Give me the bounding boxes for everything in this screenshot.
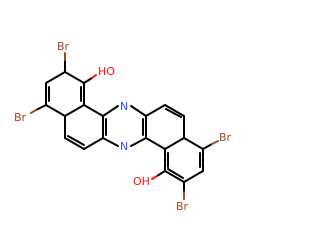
atom-label-br: Br bbox=[14, 111, 27, 124]
bond bbox=[183, 170, 204, 183]
ring-d bbox=[164, 137, 204, 183]
ring-a bbox=[45, 71, 85, 117]
bond bbox=[83, 77, 93, 84]
atom-label-n: N bbox=[120, 100, 128, 113]
bond bbox=[164, 104, 185, 117]
substituent-bonds bbox=[30, 52, 219, 200]
atom-labels: Br HO Br N N Br OH Br bbox=[14, 40, 232, 213]
atom-label-n: N bbox=[120, 140, 128, 153]
bond bbox=[165, 108, 182, 118]
bond bbox=[211, 140, 219, 145]
atom-label-br: Br bbox=[219, 131, 232, 144]
ring-b bbox=[64, 104, 104, 150]
bond bbox=[45, 104, 66, 117]
bond bbox=[130, 105, 147, 117]
ring-central bbox=[102, 105, 147, 147]
bond bbox=[183, 137, 204, 150]
bond bbox=[145, 137, 166, 150]
bond bbox=[91, 74, 97, 79]
bond bbox=[164, 137, 185, 150]
molecule-structure: Br HO Br N N Br OH Br bbox=[14, 40, 232, 213]
atom-label-br: Br bbox=[57, 40, 70, 53]
atom-label-br: Br bbox=[176, 200, 189, 213]
bond bbox=[67, 135, 85, 146]
bond bbox=[151, 175, 158, 180]
ring-c bbox=[145, 104, 185, 150]
bond bbox=[202, 143, 213, 150]
bond bbox=[102, 105, 119, 117]
bond bbox=[83, 137, 104, 150]
bond bbox=[64, 71, 85, 84]
bond bbox=[130, 137, 147, 147]
bond bbox=[102, 137, 119, 147]
atom-label-oh: OH bbox=[133, 175, 150, 188]
atom-label-oh: HO bbox=[98, 65, 115, 78]
bond bbox=[164, 170, 185, 183]
bond bbox=[30, 109, 37, 114]
bond bbox=[156, 170, 166, 177]
bond bbox=[64, 137, 85, 150]
bond bbox=[83, 104, 104, 117]
bond bbox=[167, 168, 184, 179]
bond bbox=[64, 104, 85, 117]
bond bbox=[35, 104, 47, 111]
molecule-canvas: Br HO Br N N Br OH Br bbox=[14, 40, 232, 213]
bond bbox=[145, 104, 166, 117]
bond bbox=[45, 71, 66, 84]
